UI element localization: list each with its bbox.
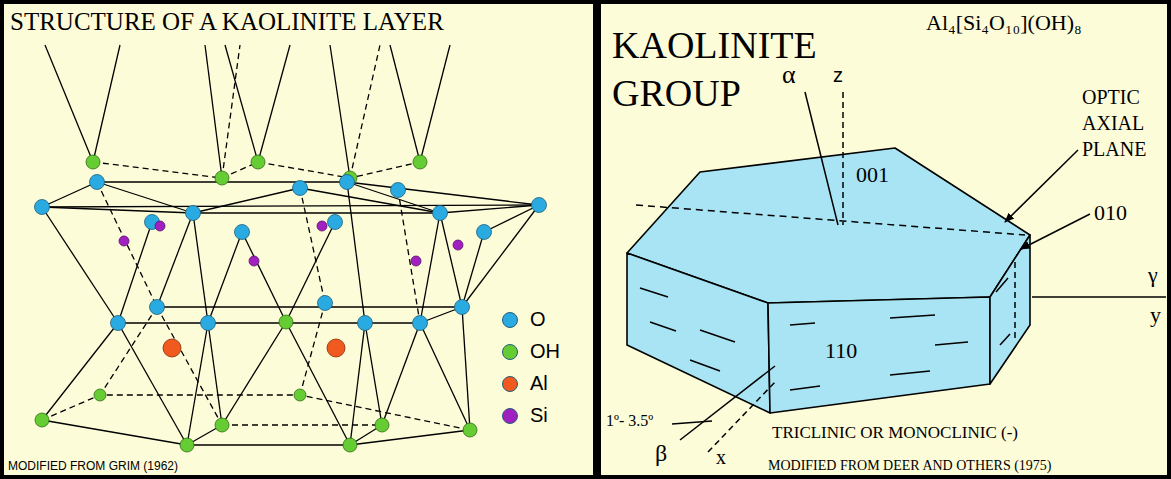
face-index: 010 xyxy=(1094,200,1127,225)
legend-swatch xyxy=(502,312,518,328)
legend-entry: O xyxy=(502,308,546,331)
legend-swatch xyxy=(502,408,518,424)
panel-title: STRUCTURE OF A KAOLINITE LAYER xyxy=(10,8,444,37)
axis-label: x xyxy=(716,446,726,469)
atom-dots xyxy=(35,155,547,452)
system-label: TRICLINIC OR MONOCLINIC (-) xyxy=(772,423,1018,443)
source-note: MODIFIED FROM GRIM (1962) xyxy=(8,460,178,474)
legend-swatch xyxy=(502,376,518,392)
legend-swatch xyxy=(502,344,518,360)
panel-title: KAOLINITE GROUP xyxy=(612,22,902,117)
legend-text: Si xyxy=(530,404,548,427)
lattice-lines xyxy=(42,45,539,445)
angle-label: 1º- 3.5º xyxy=(606,412,653,430)
source-note: MODIFIED FROM DEER AND OTHERS (1975) xyxy=(768,458,1052,474)
axis-label: z xyxy=(833,64,843,87)
axis-label: y xyxy=(1150,302,1161,327)
legend-entry: OH xyxy=(502,340,560,363)
legend-text: Al xyxy=(530,372,548,395)
plane-label: OPTIC AXIAL PLANE xyxy=(1082,84,1162,162)
legend-entry: Si xyxy=(502,404,548,427)
axis-label: γ xyxy=(1148,262,1158,287)
axis-label: β xyxy=(655,440,667,468)
face-index: 110 xyxy=(825,338,857,363)
legend-text: OH xyxy=(530,340,560,363)
left-panel xyxy=(4,4,593,475)
legend-text: O xyxy=(530,308,546,331)
face-index: 001 xyxy=(856,162,889,187)
chemical-formula: Al₄[Si₄O₁₀](OH)₈ xyxy=(926,10,1082,35)
axis-label: α xyxy=(782,60,796,90)
legend-entry: Al xyxy=(502,372,548,395)
